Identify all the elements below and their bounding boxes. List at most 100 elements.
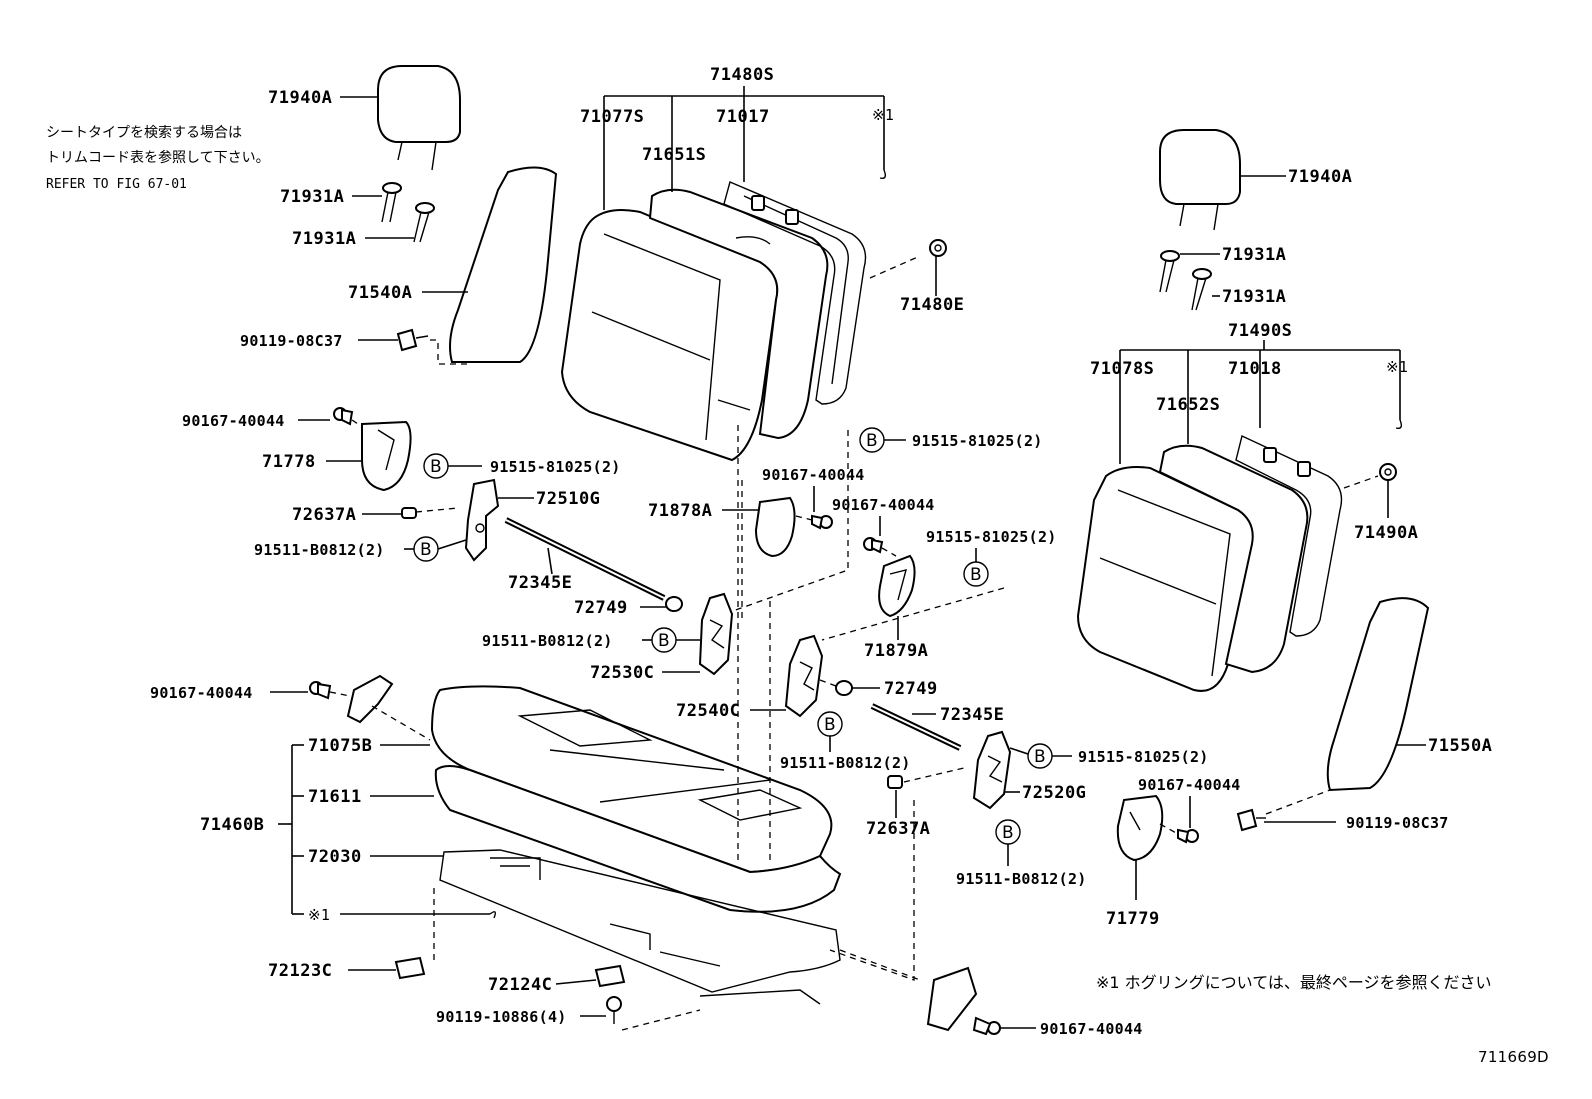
label-71778: 71778 bbox=[262, 452, 316, 472]
headrest-left bbox=[377, 65, 461, 171]
label-71931A-left-2: 71931A bbox=[292, 229, 356, 249]
bracket-bottom-right bbox=[926, 966, 978, 1032]
note-refer-trim-code: トリムコード表を参照して下さい。 bbox=[46, 149, 270, 166]
clip-71480E bbox=[929, 239, 947, 257]
bolt-90119-10886 bbox=[606, 996, 622, 1024]
label-71651S: 71651S bbox=[642, 145, 706, 165]
bolt-90167-right bbox=[1177, 828, 1199, 844]
rod-72345E-right bbox=[870, 703, 962, 751]
headrest-guide-right bbox=[1159, 250, 1212, 311]
label-90167-40044-center-2: 90167-40044 bbox=[832, 496, 935, 514]
label-71017: 71017 bbox=[716, 107, 770, 127]
label-71931A-right-1: 71931A bbox=[1222, 245, 1286, 265]
label-71490S: 71490S bbox=[1228, 321, 1292, 341]
note-hog-ring: ※1 ホグリングについては、最終ページを参照ください bbox=[1096, 973, 1492, 992]
label-72637A-left: 72637A bbox=[292, 505, 356, 525]
label-71779: 71779 bbox=[1106, 909, 1160, 929]
label-71540A: 71540A bbox=[348, 283, 412, 303]
label-71078S: 71078S bbox=[1090, 359, 1154, 379]
hinge-72530C bbox=[698, 592, 734, 676]
label-71931A-left-1: 71931A bbox=[280, 187, 344, 207]
bolt-marker-b-4: B bbox=[866, 431, 878, 451]
label-71878A: 71878A bbox=[648, 501, 712, 521]
cap-72749-right bbox=[835, 680, 853, 696]
label-mark1-bottom: ※1 bbox=[308, 906, 330, 924]
cap-72749-left bbox=[665, 596, 683, 612]
label-71940A-right: 71940A bbox=[1288, 167, 1352, 187]
label-72123C: 72123C bbox=[268, 961, 332, 981]
bolt-90167-left-2 bbox=[309, 681, 332, 700]
trim-71878A bbox=[754, 496, 796, 558]
label-91511-B0812-left-1: 91511-B0812(2) bbox=[254, 541, 385, 559]
label-72540C: 72540C bbox=[676, 701, 740, 721]
label-71931A-right-2: 71931A bbox=[1222, 287, 1286, 307]
label-72345E-right: 72345E bbox=[940, 705, 1004, 725]
seat-cushion-pad-71611 bbox=[434, 765, 842, 913]
label-91515-81025-left: 91515-81025(2) bbox=[490, 458, 621, 476]
trim-71778 bbox=[361, 420, 412, 492]
label-72520G: 72520G bbox=[1022, 783, 1086, 803]
label-71075B: 71075B bbox=[308, 736, 372, 756]
label-71460B: 71460B bbox=[200, 815, 264, 835]
bolt-90167-center-1 bbox=[811, 514, 833, 530]
bolt-90167-left bbox=[333, 407, 354, 426]
headrest-right bbox=[1159, 129, 1241, 231]
rod-72345E-left bbox=[504, 517, 666, 601]
clip-72637A-left bbox=[401, 507, 417, 519]
label-90167-40044-bottom: 90167-40044 bbox=[1040, 1020, 1143, 1038]
label-71077S: 71077S bbox=[580, 107, 644, 127]
figure-id: 711669D bbox=[1478, 1048, 1549, 1066]
trim-71879A bbox=[878, 554, 916, 618]
bolt-marker-b-5: B bbox=[970, 565, 982, 585]
label-72530C: 72530C bbox=[590, 663, 654, 683]
pad-72124C bbox=[594, 964, 626, 988]
bolt-marker-b-7: B bbox=[1034, 747, 1046, 767]
bolt-90119-right bbox=[1236, 808, 1266, 832]
label-72124C: 72124C bbox=[488, 975, 552, 995]
headrest-guide-left bbox=[381, 182, 435, 243]
seat-cushion-frame-72030 bbox=[439, 849, 841, 1005]
label-90167-40044-left-1: 90167-40044 bbox=[182, 412, 285, 430]
hinge-72520G bbox=[972, 730, 1012, 810]
label-90119-08C37-right: 90119-08C37 bbox=[1346, 814, 1449, 832]
bolt-marker-b-1: B bbox=[430, 457, 442, 477]
seatback-frame-71018 bbox=[1235, 435, 1343, 637]
label-90167-40044-left-2: 90167-40044 bbox=[150, 684, 253, 702]
label-91515-81025-center-1: 91515-81025(2) bbox=[912, 432, 1043, 450]
label-72749-right: 72749 bbox=[884, 679, 938, 699]
label-90167-40044-center-1: 90167-40044 bbox=[762, 466, 865, 484]
clip-71490A bbox=[1379, 463, 1397, 481]
label-91515-81025-center-2: 91515-81025(2) bbox=[926, 528, 1057, 546]
label-90119-10886: 90119-10886(4) bbox=[436, 1008, 567, 1026]
pad-72123C bbox=[394, 956, 426, 980]
label-72749-left: 72749 bbox=[574, 598, 628, 618]
label-71480E: 71480E bbox=[900, 295, 964, 315]
label-71611: 71611 bbox=[308, 787, 362, 807]
label-90119-08C37-left: 90119-08C37 bbox=[240, 332, 343, 350]
seatback-pad-71652S bbox=[1158, 444, 1309, 674]
label-71940A-left: 71940A bbox=[268, 88, 332, 108]
label-72510G: 72510G bbox=[536, 489, 600, 509]
note-refer-fig: REFER TO FIG 67-01 bbox=[46, 177, 187, 192]
bolt-90167-bottom bbox=[972, 1016, 1001, 1036]
label-mark1-top: ※1 bbox=[872, 106, 894, 124]
label-71550A: 71550A bbox=[1428, 736, 1492, 756]
bolt-90119-left bbox=[396, 328, 429, 352]
seatback-frame-71017 bbox=[723, 181, 867, 405]
label-72637A-right: 72637A bbox=[866, 819, 930, 839]
label-71018: 71018 bbox=[1228, 359, 1282, 379]
clip-72637A-right bbox=[887, 775, 903, 789]
note-search-seat-type: シートタイプを検索する場合は bbox=[46, 124, 242, 141]
label-71490A: 71490A bbox=[1354, 523, 1418, 543]
bolt-marker-b-2: B bbox=[420, 540, 432, 560]
label-91511-B0812-center-2: 91511-B0812(2) bbox=[956, 870, 1087, 888]
label-91511-B0812-left-2: 91511-B0812(2) bbox=[482, 632, 613, 650]
label-mark1-right: ※1 bbox=[1386, 358, 1408, 376]
bolt-90167-center-2 bbox=[863, 537, 884, 554]
side-bolster-left bbox=[449, 166, 558, 363]
hinge-72540C bbox=[784, 634, 824, 718]
seatback-cover-71077S bbox=[560, 209, 779, 462]
bolt-marker-b-8: B bbox=[1002, 823, 1014, 843]
hinge-72510G bbox=[464, 478, 500, 562]
